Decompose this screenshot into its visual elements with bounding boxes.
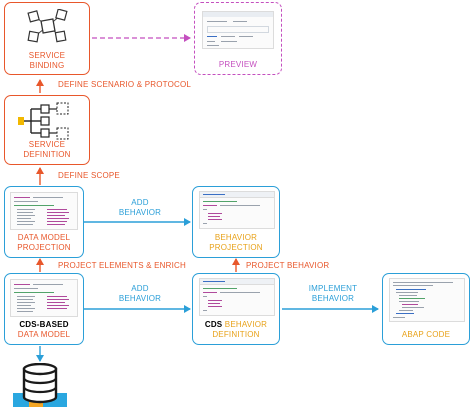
data-model-projection-node: DATA MODEL PROJECTION bbox=[4, 186, 84, 258]
add-behavior-bottom-label: ADD BEHAVIOR bbox=[118, 284, 162, 303]
behavior-projection-caption: BEHAVIOR PROJECTION bbox=[209, 233, 263, 252]
behavior-definition-caption: CDS BEHAVIOR DEFINITION bbox=[204, 320, 268, 339]
preview-node: PREVIEW bbox=[194, 2, 282, 75]
behavior-projection-code-thumbnail bbox=[199, 191, 275, 229]
define-scenario-label: DEFINE SCENARIO & PROTOCOL bbox=[58, 80, 192, 89]
preview-label: PREVIEW bbox=[218, 60, 258, 69]
cds-code-thumbnail bbox=[10, 279, 78, 317]
service-definition-node: SERVICE DEFINITION bbox=[4, 95, 90, 165]
project-elements-label: PROJECT ELEMENTS & ENRICH bbox=[58, 261, 186, 270]
service-binding-node: SERVICE BINDING bbox=[4, 2, 90, 75]
database-icon bbox=[13, 363, 67, 407]
network-icon bbox=[27, 9, 68, 43]
service-binding-caption: SERVICE BINDING bbox=[28, 51, 66, 70]
cds-data-model-caption: CDS-BASED DATA MODEL bbox=[17, 320, 71, 339]
behavior-definition-node: CDS BEHAVIOR DEFINITION bbox=[192, 273, 280, 345]
project-behavior-label: PROJECT BEHAVIOR bbox=[246, 261, 330, 270]
abap-code-label: ABAP CODE bbox=[401, 330, 451, 339]
tree-structure-icon bbox=[18, 102, 69, 140]
preview-screenshot-thumbnail bbox=[202, 11, 274, 49]
add-behavior-top-label: ADD BEHAVIOR bbox=[118, 198, 162, 217]
behavior-definition-code-thumbnail bbox=[199, 278, 275, 316]
implement-behavior-label: IMPLEMENT BEHAVIOR bbox=[308, 284, 358, 303]
service-definition-caption: SERVICE DEFINITION bbox=[23, 140, 71, 159]
abap-code-node: ABAP CODE bbox=[382, 273, 470, 345]
behavior-projection-node: BEHAVIOR PROJECTION bbox=[192, 186, 280, 258]
data-model-projection-caption: DATA MODEL PROJECTION bbox=[17, 233, 71, 252]
define-scope-label: DEFINE SCOPE bbox=[58, 171, 120, 180]
abap-code-thumbnail bbox=[389, 278, 465, 322]
projection-code-thumbnail bbox=[10, 192, 78, 230]
cds-data-model-node: CDS-BASED DATA MODEL bbox=[4, 273, 84, 345]
